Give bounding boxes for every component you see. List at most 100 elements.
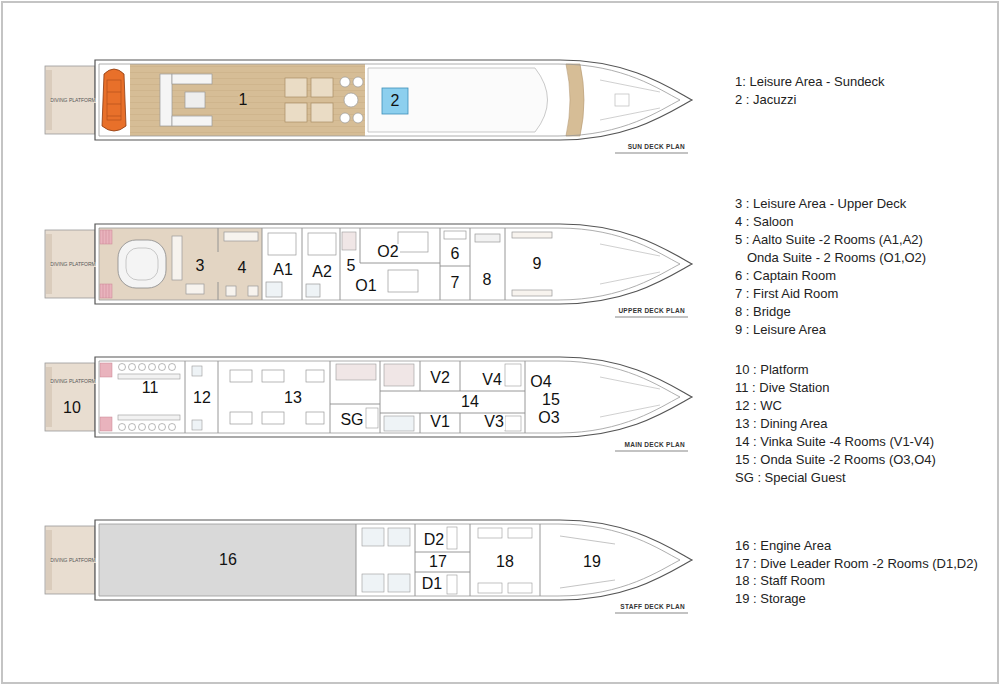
sofa — [172, 236, 182, 280]
stairs — [384, 364, 414, 386]
legend-text: 18 : Staff Room — [735, 574, 825, 587]
legend-text: 11 : Dive Station — [735, 381, 829, 394]
legend-text: 16 : Engine Area — [735, 539, 831, 552]
title-underline — [615, 317, 688, 318]
wall — [356, 524, 540, 596]
hull-inner — [99, 64, 680, 136]
dining-table — [230, 412, 252, 424]
wood-deck — [130, 64, 365, 136]
bathroom — [266, 282, 282, 297]
tank — [159, 364, 166, 371]
callout-number: V2 — [429, 370, 451, 386]
legend-text: Onda Suite - 2 Rooms (O1,O2) — [747, 251, 926, 264]
legend-text: 1: Leisure Area - Sundeck — [735, 75, 885, 88]
legend-text: SG : Special Guest — [735, 471, 846, 484]
callout-number: 9 — [532, 256, 543, 272]
bed — [398, 232, 428, 252]
tender-inner — [126, 248, 158, 280]
deck-title: MAIN DECK PLAN — [624, 442, 685, 449]
chair — [340, 113, 350, 123]
floor — [99, 228, 262, 300]
callout-number: V1 — [429, 414, 451, 430]
diving-platform — [45, 230, 95, 298]
lounger — [285, 103, 307, 122]
bunk — [478, 528, 502, 538]
sofa — [224, 232, 258, 241]
bed — [505, 364, 521, 386]
tank — [129, 424, 136, 431]
callout-number: O3 — [537, 410, 560, 426]
bow-lines — [600, 244, 660, 284]
stairs — [100, 417, 112, 431]
diving-platform — [45, 66, 95, 134]
sofa — [160, 74, 172, 126]
bow-lines — [600, 80, 660, 120]
roof — [368, 68, 548, 132]
dining-table — [230, 370, 252, 382]
dining-table — [262, 370, 284, 382]
callout-number: SG — [339, 412, 364, 428]
lounger — [311, 78, 333, 97]
tank — [169, 424, 176, 431]
tank — [129, 364, 136, 371]
callout-number: 2 — [390, 93, 401, 109]
deck-title: SUN DECK PLAN — [628, 144, 685, 151]
legend-text: 9 : Leisure Area — [735, 323, 826, 336]
callout-number: 4 — [237, 260, 248, 276]
hull-inner — [99, 361, 680, 433]
deck-title: STAFF DECK PLAN — [620, 604, 685, 611]
wall — [262, 228, 505, 300]
bench — [118, 415, 180, 420]
bunk — [508, 528, 532, 538]
shelves — [560, 536, 615, 588]
legend-text: 17 : Dive Leader Room -2 Rooms (D1,D2) — [735, 557, 978, 570]
legend-text: 6 : Captain Room — [735, 269, 836, 282]
callout-number: O1 — [354, 278, 377, 294]
jacuzzi — [382, 88, 408, 114]
tank — [139, 424, 146, 431]
callout-number: 8 — [482, 272, 493, 288]
tender — [118, 240, 166, 288]
bathroom — [388, 574, 410, 592]
table — [186, 284, 204, 294]
platform-label: DIVING PLATFORM — [50, 98, 95, 103]
bunk — [478, 583, 502, 593]
callout-number: D2 — [423, 532, 445, 548]
sofa — [172, 74, 212, 84]
tank — [149, 364, 156, 371]
chair — [353, 113, 363, 123]
tank — [139, 364, 146, 371]
bow-lines — [600, 377, 660, 417]
callout-number: 16 — [218, 552, 238, 568]
callout-number: 14 — [460, 394, 480, 410]
callout-number: 15 — [541, 392, 561, 408]
title-underline — [615, 451, 688, 452]
engine-area — [99, 524, 356, 596]
tank — [169, 364, 176, 371]
dive-tanks — [119, 364, 176, 431]
callout-number: V3 — [483, 414, 505, 430]
tank — [159, 424, 166, 431]
bathroom — [388, 528, 410, 546]
platform-label: DIVING PLATFORM — [50, 558, 95, 563]
title-underline — [615, 613, 688, 614]
sofa — [172, 116, 212, 126]
callout-number: 19 — [582, 554, 602, 570]
hull-inner — [99, 228, 680, 300]
hull-outline — [95, 520, 692, 600]
legend-text: 3 : Leisure Area - Upper Deck — [735, 197, 906, 210]
legend-text: 13 : Dining Area — [735, 417, 828, 430]
hull-outline — [95, 357, 692, 437]
callout-number: D1 — [421, 576, 443, 592]
callout-number: 5 — [346, 258, 357, 274]
stairs — [336, 364, 376, 380]
dining-table — [306, 370, 324, 382]
hull-outline — [95, 224, 692, 304]
bed — [268, 233, 296, 255]
callout-number: 11 — [141, 380, 160, 396]
legend-text: 4 : Saloon — [735, 215, 794, 228]
title-underline — [615, 153, 688, 154]
callout-number: O4 — [529, 374, 552, 390]
